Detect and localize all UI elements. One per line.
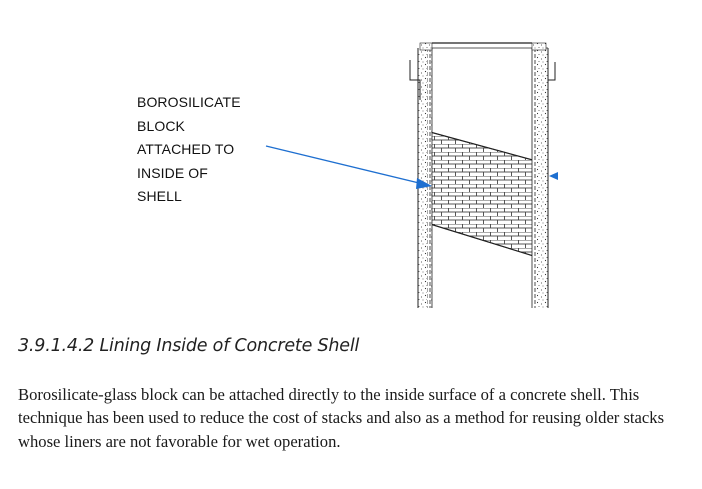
section-body-paragraph: Borosilicate-glass block can be attached… — [18, 385, 665, 451]
right-shell-wall — [531, 48, 549, 308]
stack-top-cap — [419, 42, 548, 51]
corbel-brackets — [409, 60, 556, 100]
callout-line: ATTACHED TO — [137, 141, 235, 157]
callout-line: BOROSILICATE — [137, 94, 241, 110]
callout-arrow — [265, 145, 432, 189]
figure-callout-label: BOROSILICATE BLOCK ATTACHED TO INSIDE OF… — [137, 91, 241, 209]
stack-cross-section-diagram — [265, 42, 558, 308]
right-marker-arrow — [549, 172, 558, 180]
callout-line: SHELL — [137, 188, 182, 204]
section-heading: 3.9.1.4.2 Lining Inside of Concrete Shel… — [18, 336, 360, 356]
borosilicate-block-lining — [429, 131, 541, 259]
left-shell-wall — [417, 48, 433, 308]
callout-line: BLOCK — [137, 117, 185, 134]
callout-line: INSIDE OF — [137, 164, 208, 181]
